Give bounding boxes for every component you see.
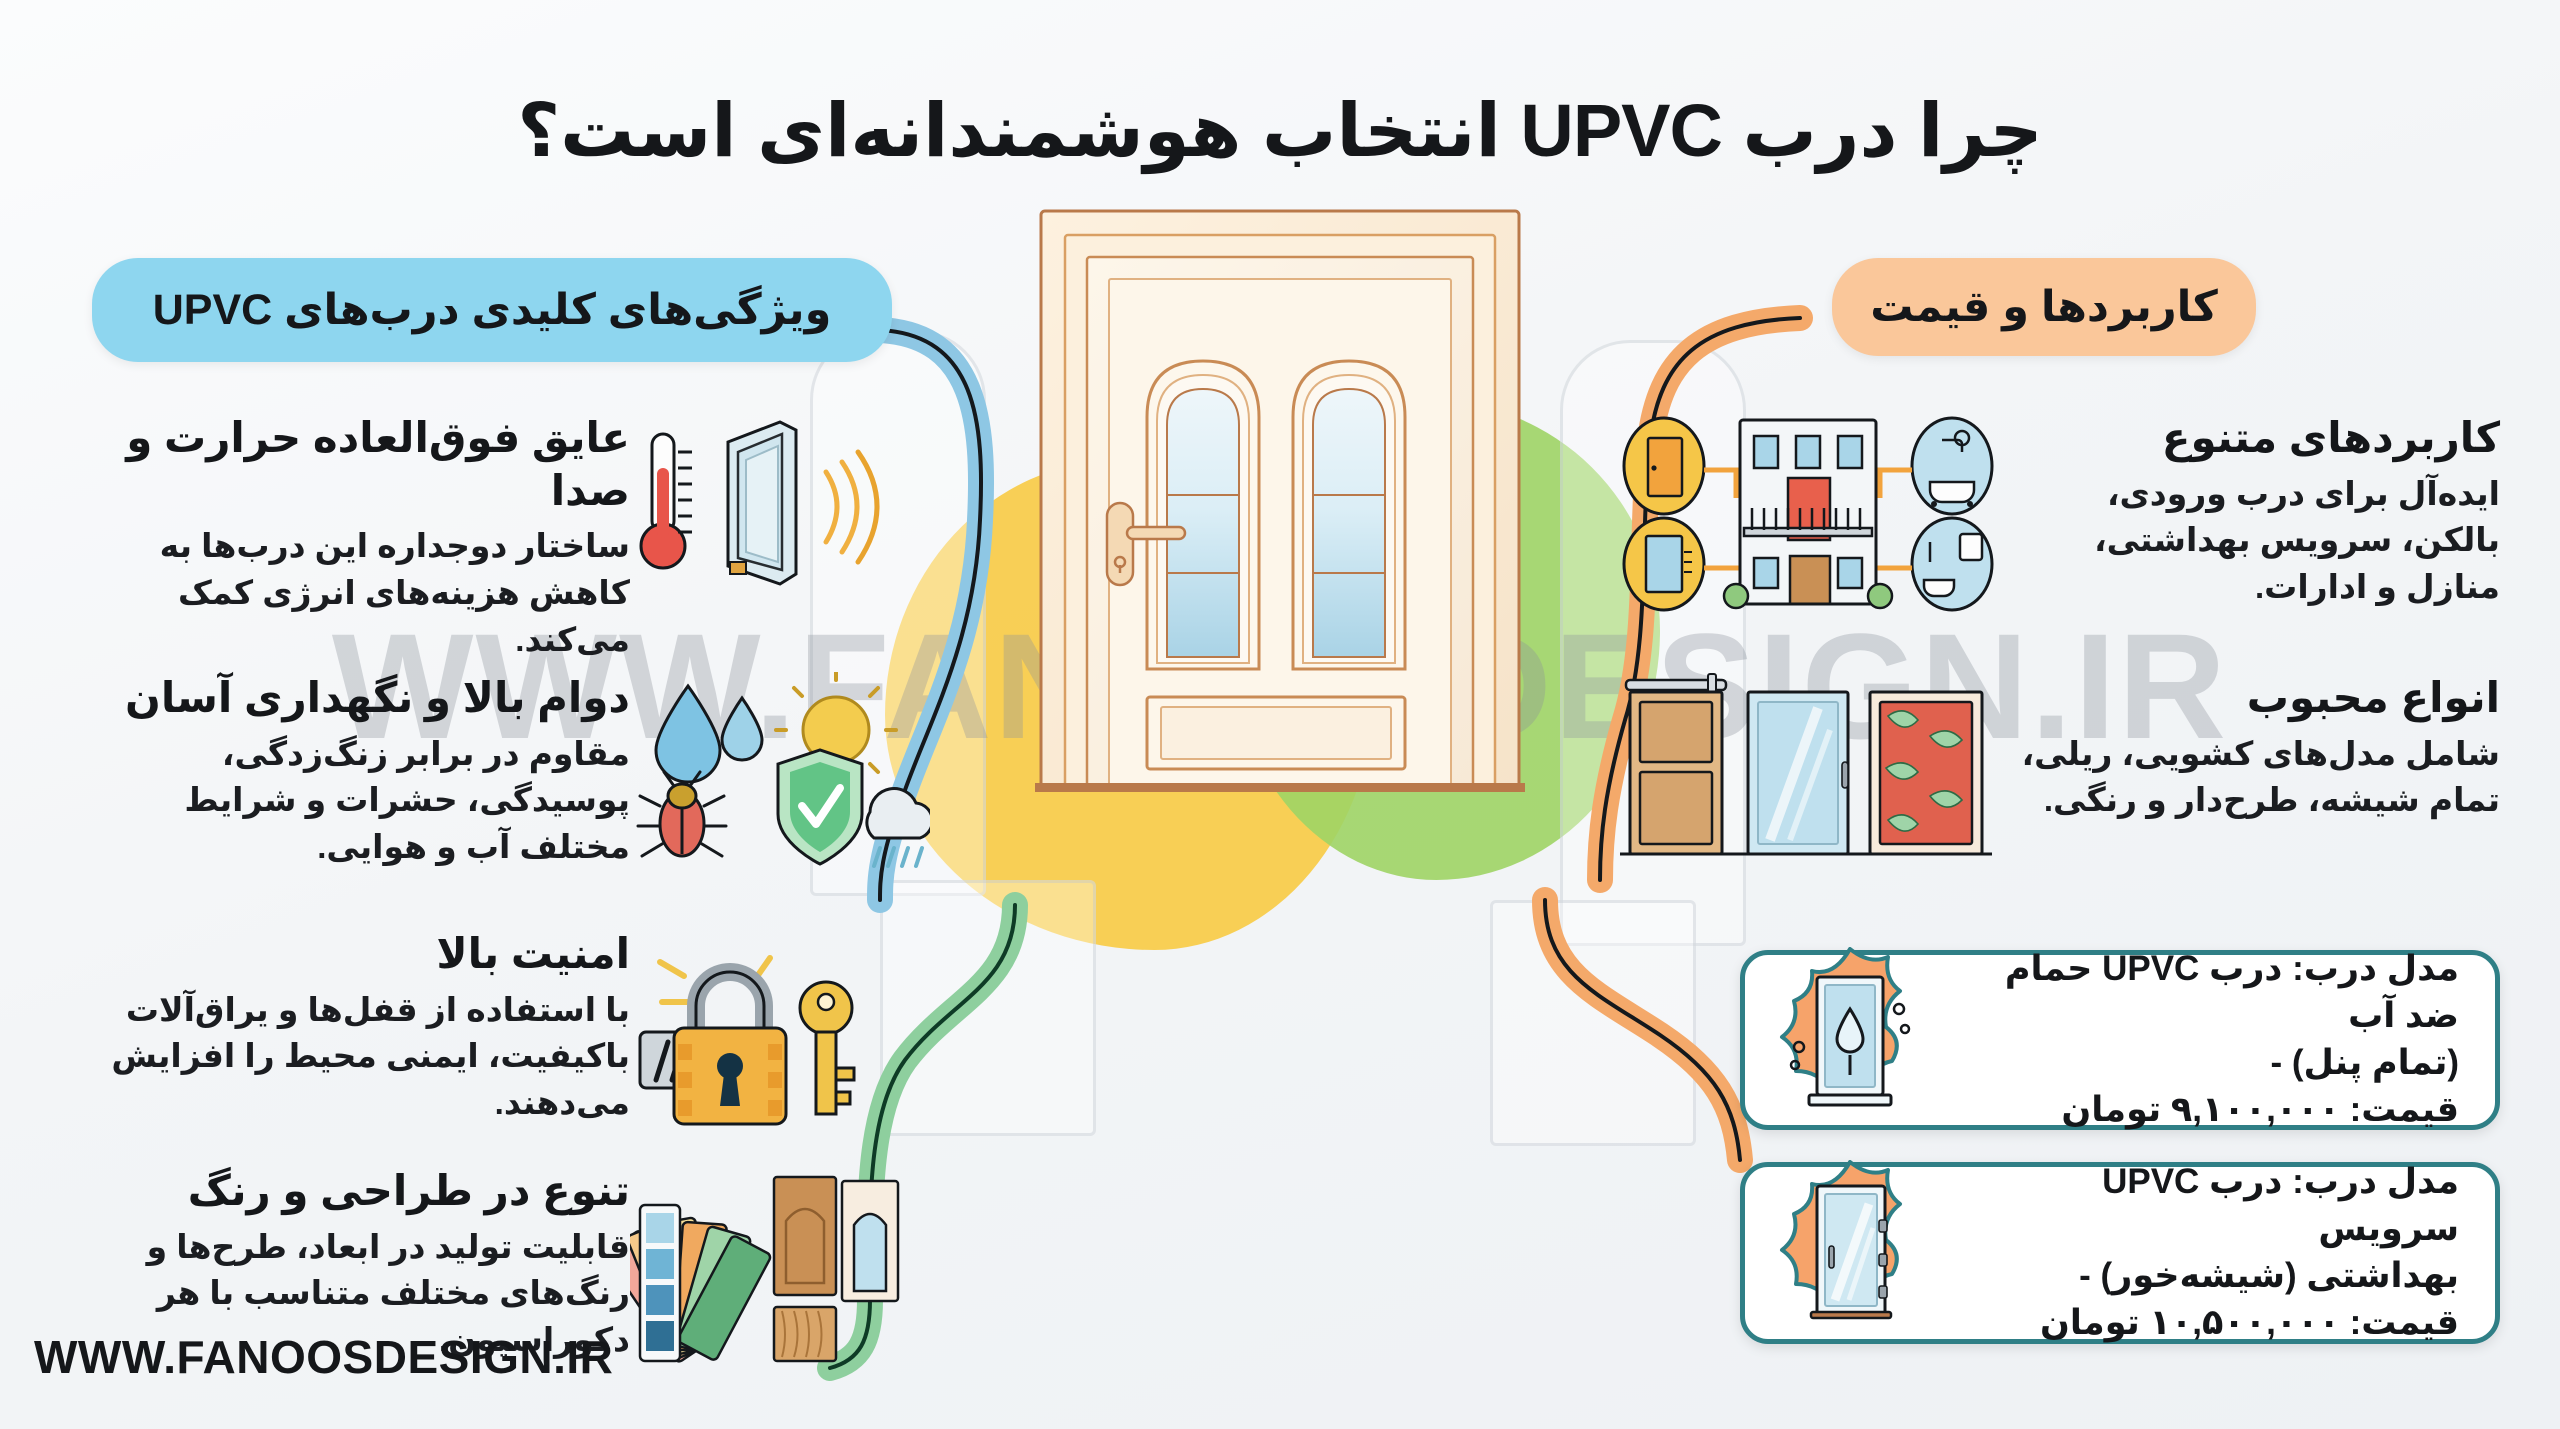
price-card-text: مدل درب: درب UPVC سرویس بهداشتی (شیشه‌خو… — [1953, 1159, 2469, 1347]
feature-title: عایق فوق‌العاده حرارت و صدا — [126, 414, 630, 514]
feature-row-durability: دوام بالا و نگهداری آسان مقاوم در برابر … — [70, 668, 960, 877]
feature-title: تنوع در طراحی و رنگ — [187, 1167, 630, 1214]
footer-website-url[interactable]: WWW.FANOOSDESIGN.IR — [34, 1331, 614, 1383]
water-sun-shield-bug-rain-icon — [630, 668, 934, 877]
price-card-line2: بهداشتی (شیشه‌خور) - — [2079, 1256, 2459, 1295]
price-card-line1: مدل درب: درب UPVC حمام ضد آب — [2004, 949, 2459, 1036]
price-card-line2: (تمام پنل) - — [2270, 1043, 2459, 1082]
info-row-applications: کاربردهای متنوع ایده‌آل برای درب ورودی، … — [1600, 412, 2500, 617]
section-header-features: ویژگی‌های کلیدی درب‌های UPVC — [92, 258, 892, 362]
feature-row-insulation: عایق فوق‌العاده حرارت و صدا ساختار دوجدا… — [70, 412, 960, 664]
color-swatch-door-samples-icon — [604, 1165, 930, 1370]
info-title: کاربردهای متنوع — [2161, 414, 2500, 461]
price-card-line3: قیمت: ۹,۱۰۰,۰۰۰ تومان — [2061, 1089, 2459, 1129]
price-card-glass-wc-door[interactable]: مدل درب: درب UPVC سرویس بهداشتی (شیشه‌خو… — [1740, 1159, 2500, 1347]
feature-row-design-variety: تنوع در طراحی و رنگ قابلیت تولید در ابعا… — [70, 1165, 960, 1370]
info-body: ایده‌آل برای درب ورودی، بالکن، سرویس بهد… — [2094, 474, 2500, 606]
section-header-features-label: ویژگی‌های کلیدی درب‌های UPVC — [152, 286, 832, 334]
door-types-row-icon — [1612, 672, 2002, 867]
section-header-uses-price: کاربردها و قیمت — [1832, 258, 2256, 356]
glass-wc-door-badge-icon — [1755, 1159, 1945, 1347]
ghost-door-outline-3 — [880, 880, 1096, 1136]
price-card-line3: قیمت: ۱۰,۵۰۰,۰۰۰ تومان — [2040, 1302, 2459, 1342]
building-doors-bathroom-icon — [1612, 412, 2002, 617]
info-row-popular-types: انواع محبوب شامل مدل‌های کشویی، ریلی، تم… — [1600, 672, 2500, 867]
padlock-key-icon — [630, 928, 930, 1133]
section-header-uses-price-label: کاربردها و قیمت — [1870, 283, 2218, 331]
feature-body: مقاوم در برابر زنگ‌زدگی، پوسیدگی، حشرات … — [184, 734, 630, 866]
feature-row-security: امنیت بالا با استفاده از قفل‌ها و یراق‌آ… — [70, 928, 960, 1133]
central-upvc-door-illustration — [1035, 205, 1525, 795]
info-body: شامل مدل‌های کشویی، ریلی، تمام شیشه، طرح… — [2021, 734, 2500, 819]
waterproof-bath-door-badge-icon — [1755, 946, 1945, 1134]
feature-title: دوام بالا و نگهداری آسان — [124, 674, 630, 721]
feature-title: امنیت بالا — [436, 930, 630, 977]
feature-body: ساختار دوجداره این درب‌ها به کاهش هزینه‌… — [159, 527, 630, 658]
price-card-text: مدل درب: درب UPVC حمام ضد آب (تمام پنل) … — [1953, 946, 2469, 1134]
info-title: انواع محبوب — [2246, 674, 2500, 721]
thermometer-glazing-sound-icon — [630, 412, 930, 607]
price-card-waterproof-bath-door[interactable]: مدل درب: درب UPVC حمام ضد آب (تمام پنل) … — [1740, 946, 2500, 1130]
feature-body: قابلیت تولید در ابعاد، طرح‌ها و رنگ‌های … — [146, 1227, 630, 1359]
page-title: چرا درب UPVC انتخاب هوشمندانه‌ای است؟ — [517, 88, 2044, 172]
feature-body: با استفاده از قفل‌ها و یراق‌آلات باکیفیت… — [111, 990, 630, 1122]
price-card-line1: مدل درب: درب UPVC سرویس — [2102, 1162, 2459, 1249]
